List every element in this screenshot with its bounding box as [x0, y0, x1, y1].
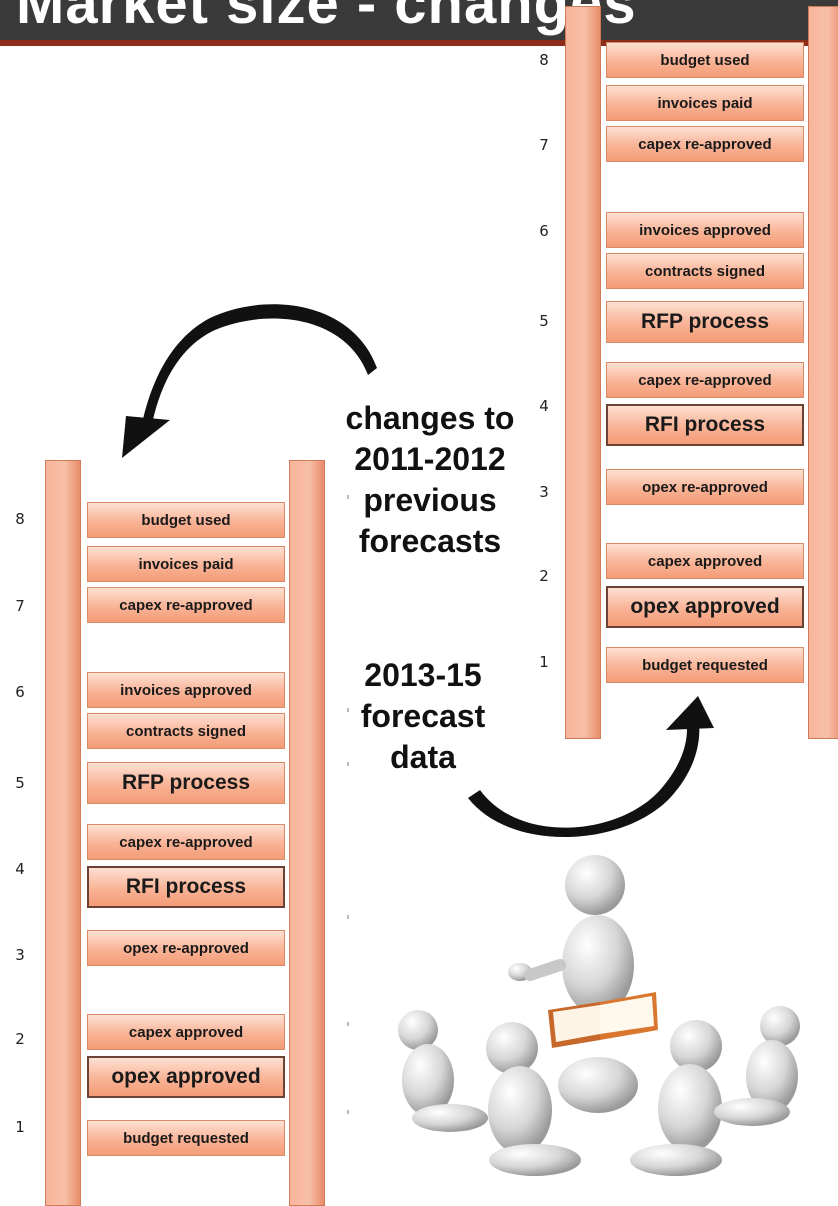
rung-invoices-approved: invoices approved: [87, 672, 285, 708]
rung-budget-requested: budget requested: [87, 1120, 285, 1156]
rung-contracts-signed: contracts signed: [606, 253, 804, 289]
ladder-right-rail: [808, 6, 838, 739]
rung-number-3: 3: [15, 946, 25, 964]
rung-number-8: 8: [539, 51, 549, 69]
rung-number-5: 5: [539, 312, 549, 330]
rung-number-6: 6: [15, 683, 25, 701]
figure-center-reader: [508, 855, 658, 1113]
forecast-text: 2013-15 forecast data: [338, 655, 508, 778]
figure-front-right: [630, 1020, 722, 1176]
ladder-left-rail: [45, 460, 81, 1206]
curved-arrow-top: [140, 304, 377, 435]
dot: [347, 762, 349, 766]
changes-line-1: changes to: [345, 400, 515, 436]
rung-rfp-process: RFP process: [87, 762, 285, 804]
rung-contracts-signed: contracts signed: [87, 713, 285, 749]
rung-number-5: 5: [15, 774, 25, 792]
rung-rfi-process: RFI process: [87, 866, 285, 908]
rung-opex-approved: opex approved: [606, 586, 804, 628]
rung-invoices-paid: invoices paid: [87, 546, 285, 582]
rung-number-7: 7: [15, 597, 25, 615]
changes-text: changes to 2011-2012 previous forecasts: [330, 398, 530, 562]
title-banner: Market size - changes: [0, 0, 838, 46]
rung-capex-approved: capex approved: [87, 1014, 285, 1050]
rung-capex-re-approved-2: capex re-approved: [87, 824, 285, 860]
rung-number-3: 3: [539, 483, 549, 501]
changes-line-2: 2011-2012: [354, 441, 506, 477]
forecast-line-1: 2013-15: [364, 657, 482, 693]
figure-right: [714, 1006, 800, 1126]
changes-line-4: forecasts: [358, 523, 502, 559]
arrowhead-top: [122, 416, 170, 458]
rung-number-2: 2: [15, 1030, 25, 1048]
rung-number-4: 4: [539, 397, 549, 415]
dot: [347, 708, 349, 712]
rung-number-8: 8: [15, 510, 25, 528]
rung-opex-re-approved: opex re-approved: [87, 930, 285, 966]
rung-number-4: 4: [15, 860, 25, 878]
page-title: Market size - changes: [16, 0, 637, 36]
rung-capex-re-approved-2: capex re-approved: [606, 362, 804, 398]
rung-number-2: 2: [539, 567, 549, 585]
rung-number-1: 1: [15, 1118, 25, 1136]
rung-budget-used: budget used: [87, 502, 285, 538]
rung-rfp-process: RFP process: [606, 301, 804, 343]
left-ladder: budget used invoices paid capex re-appro…: [45, 460, 330, 1206]
rung-capex-re-approved: capex re-approved: [87, 587, 285, 623]
rung-invoices-paid: invoices paid: [606, 85, 804, 121]
dot: [347, 495, 349, 499]
figure-left: [398, 1010, 488, 1132]
rung-number-1: 1: [539, 653, 549, 671]
forecast-line-2: forecast: [360, 698, 486, 734]
changes-line-3: previous: [363, 482, 497, 518]
arrowhead-bottom: [666, 696, 714, 730]
ladder-left-rail: [565, 6, 601, 739]
rung-budget-used: budget used: [606, 42, 804, 78]
rung-capex-re-approved: capex re-approved: [606, 126, 804, 162]
rung-number-6: 6: [539, 222, 549, 240]
rung-number-7: 7: [539, 136, 549, 154]
rung-budget-requested: budget requested: [606, 647, 804, 683]
dot: [347, 1022, 349, 1026]
curved-arrow-bottom: [468, 716, 700, 838]
rung-opex-re-approved: opex re-approved: [606, 469, 804, 505]
rung-rfi-process: RFI process: [606, 404, 804, 446]
dot: [347, 1110, 349, 1114]
rung-invoices-approved: invoices approved: [606, 212, 804, 248]
figure-front-left: [486, 1022, 581, 1176]
rung-capex-approved: capex approved: [606, 543, 804, 579]
dot: [347, 915, 349, 919]
rung-opex-approved: opex approved: [87, 1056, 285, 1098]
right-ladder: budget used invoices paid capex re-appro…: [565, 6, 838, 739]
forecast-line-3: data: [390, 739, 456, 775]
ladder-right-rail: [289, 460, 325, 1206]
